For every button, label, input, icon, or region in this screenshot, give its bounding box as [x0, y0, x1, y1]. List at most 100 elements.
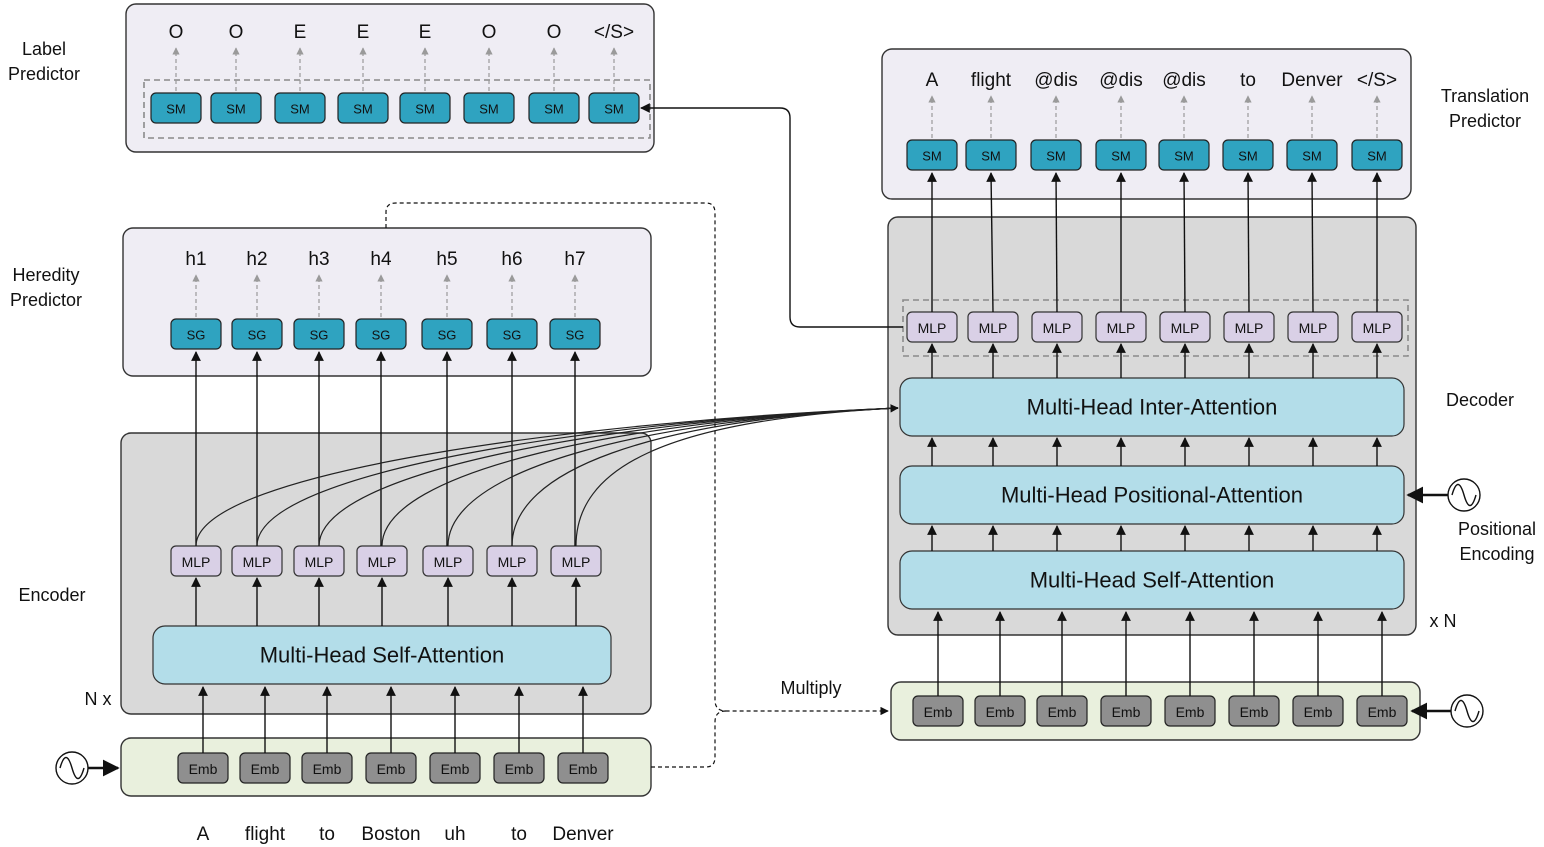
translation-sm-box [1095, 139, 1147, 171]
decoder-emb-label: Emb [1112, 704, 1141, 720]
decoder-inter-attention-box [899, 377, 1405, 437]
label-sm-box [399, 92, 451, 124]
heredity-sg-label: SG [503, 328, 522, 343]
sine-wave-icon [1450, 694, 1484, 728]
undefined: c [1058, 0, 1068, 5]
heredity-output: h5 [436, 249, 457, 270]
decoder-mlp-to-sm-arrow [1243, 172, 1253, 313]
decoder-mlp-to-sm-arrow [1179, 172, 1189, 313]
undefined: o [1120, 0, 1131, 5]
sine-wave-icon [1447, 478, 1481, 512]
translation-sm-box [965, 139, 1017, 171]
decoder-mlp-label: MLP [1043, 320, 1072, 336]
encoder-input-token: uh [444, 824, 465, 845]
label-sm-label: SM [604, 102, 624, 117]
decoder-mlp-label: MLP [1299, 320, 1328, 336]
label-sm-label: SM [166, 102, 186, 117]
encoder-mlp-label: MLP [182, 554, 211, 570]
translation-predictor-title-line1: Translation [1441, 86, 1529, 106]
decoder-mlp-to-sm-arrow [986, 172, 997, 313]
decoder-mlp-to-sm-arrow [1051, 172, 1061, 313]
heredity-output: h7 [564, 249, 585, 270]
positional-encoding: Positional Encoding [1406, 478, 1536, 564]
heredity-sg-label: SG [248, 328, 267, 343]
undefined: d [1183, 0, 1194, 5]
heredity-predictor-title-line2: Predictor [10, 290, 82, 310]
translation-sm-label: SM [1238, 149, 1258, 164]
encoder-input-token: A [197, 824, 210, 845]
label-sm-group-outline [143, 79, 651, 139]
heredity-sg-label: SG [372, 328, 391, 343]
heredity-sg-box [231, 318, 283, 350]
embedding-multiply-path [651, 710, 727, 768]
label-sm-label: SM [544, 102, 564, 117]
label-output: E [419, 22, 432, 43]
mlp-to-label-predictor-arrow [640, 103, 903, 328]
translation-output: Denver [1281, 70, 1343, 91]
decoder-inner-arrows [927, 343, 1382, 551]
decoder-emb-label: Emb [1304, 704, 1333, 720]
translation-sm-box [906, 139, 958, 171]
heredity-sg-box [355, 318, 407, 350]
decoder-positional-attention-label: Multi-Head Positional-Attention [1001, 483, 1303, 508]
label-sm-box [463, 92, 515, 124]
heredity-sg-label: SG [438, 328, 457, 343]
heredity-predictor-title-line1: Heredity [12, 265, 79, 285]
translation-sm-box [1222, 139, 1274, 171]
translation-sm-label: SM [922, 149, 942, 164]
encoder-emb-label: Emb [377, 761, 406, 777]
heredity-output: h2 [246, 249, 267, 270]
encoder-input-token: to [511, 824, 527, 845]
encoder-input-token: flight [245, 824, 286, 845]
decoder-emb-label: Emb [1240, 704, 1269, 720]
label-output: O [547, 22, 562, 43]
translation-output: flight [971, 70, 1012, 91]
heredity-sg-label: SG [566, 328, 585, 343]
translation-sm-box [1030, 139, 1082, 171]
encoder-emb-label: Emb [313, 761, 342, 777]
label-predictor-title-line2: Predictor [8, 64, 80, 84]
heredity-sg-box [549, 318, 601, 350]
translation-output: @dis [1162, 70, 1206, 91]
translation-output: A [926, 70, 939, 91]
positional-encoding-line1: Positional [1458, 519, 1536, 539]
decoder-mlp-to-sm-arrow [1307, 172, 1317, 313]
translation-sm-label: SM [1302, 149, 1322, 164]
decoder-self-attention-box [899, 550, 1405, 610]
decoder-emb-label: Emb [986, 704, 1015, 720]
encoder-emb-label: Emb [505, 761, 534, 777]
undefined: - [1381, 0, 1387, 5]
heredity-output: h6 [501, 249, 522, 270]
positional-encoding-line2: Encoding [1459, 544, 1534, 564]
decoder-emb-label: Emb [1176, 704, 1205, 720]
label-sm-box [274, 92, 326, 124]
decoder-mlp-label: MLP [1235, 320, 1264, 336]
translation-sm-label: SM [1367, 149, 1387, 164]
translation-output: </S> [1357, 70, 1397, 91]
translation-predictor-title-line2: Predictor [1449, 111, 1521, 131]
decoder-mlp-label: MLP [918, 320, 947, 336]
encoder-emb-label: Emb [441, 761, 470, 777]
label-predictor-panel [125, 3, 655, 153]
label-sm-label: SM [353, 102, 373, 117]
decoder-self-attention-label: Multi-Head Self-Attention [1030, 568, 1275, 593]
label-sm-label: SM [479, 102, 499, 117]
encoder-mlp-label: MLP [498, 554, 527, 570]
label-output: O [169, 22, 184, 43]
decoder-title: Decoder [1446, 390, 1514, 410]
undefined: d [935, 0, 946, 5]
label-sm-box [588, 92, 640, 124]
encoder-to-inter-attention-curve [511, 407, 899, 547]
decoder-repeat-label: x N [1430, 611, 1457, 631]
